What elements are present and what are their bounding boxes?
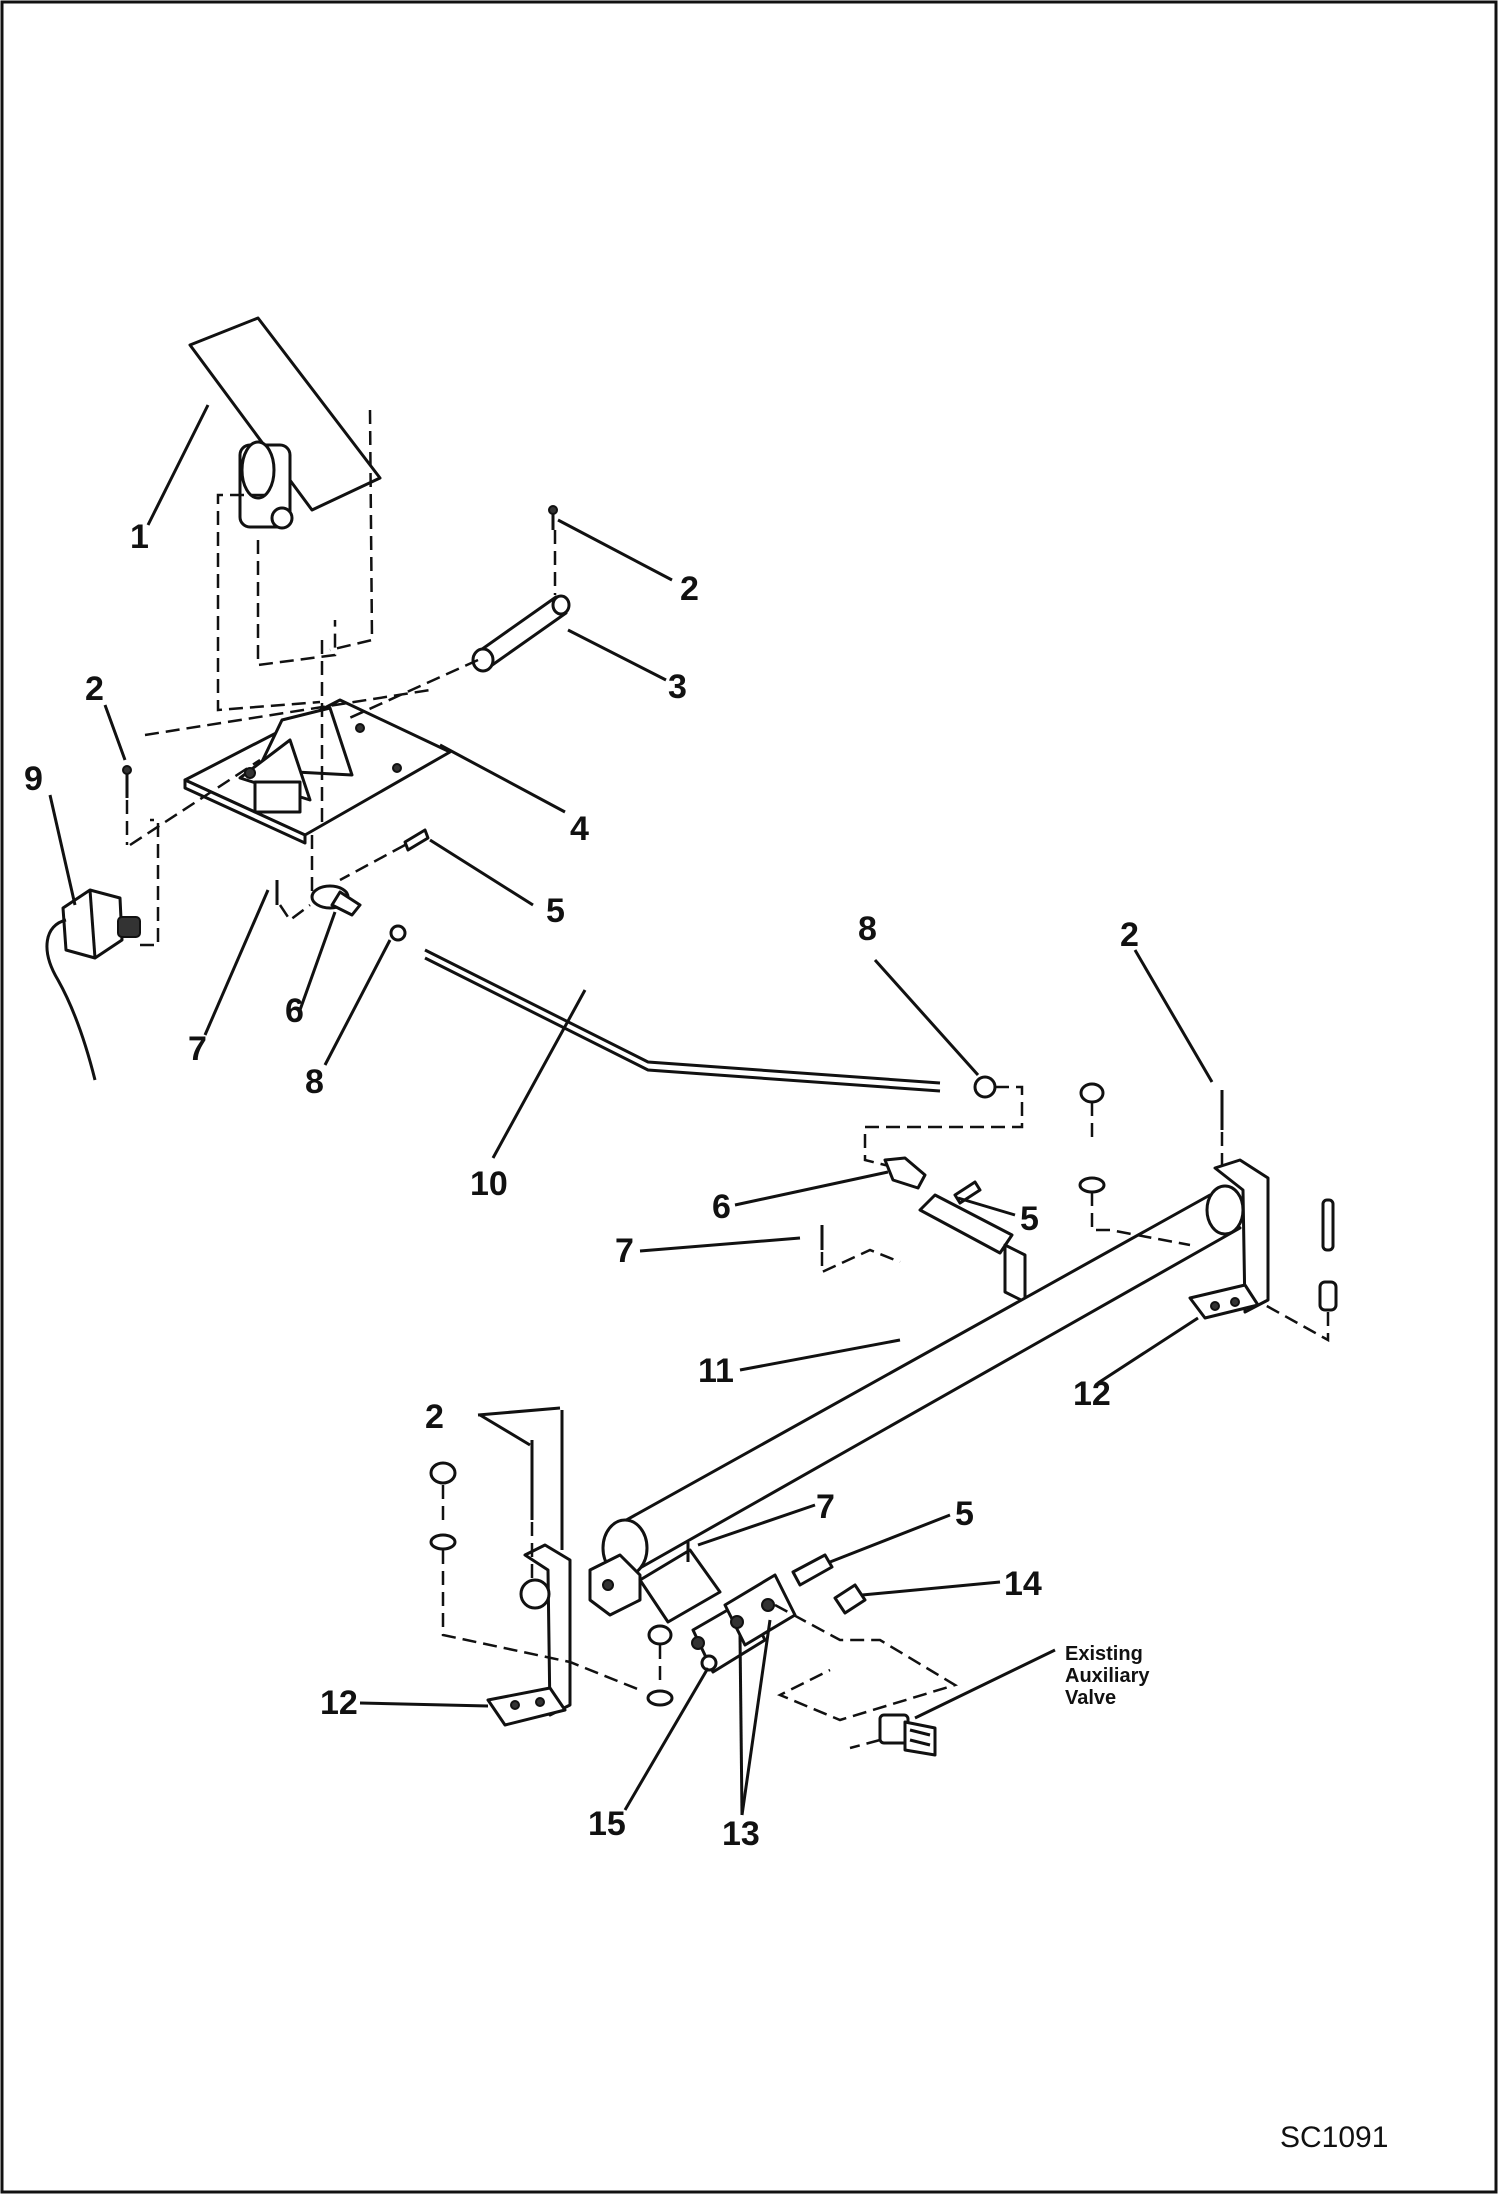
callout-9: 9 bbox=[24, 760, 43, 798]
callout-6: 6 bbox=[285, 992, 304, 1030]
callout-5: 5 bbox=[546, 892, 565, 930]
callout-15: 15 bbox=[588, 1805, 626, 1843]
callout-7: 7 bbox=[188, 1030, 207, 1068]
callout-numbers: 1 2 3 2 4 9 5 7 6 8 10 8 2 6 5 7 11 12 2… bbox=[24, 518, 1139, 1853]
callout-2: 2 bbox=[425, 1398, 444, 1436]
clevis bbox=[310, 884, 362, 917]
link-plate bbox=[638, 1548, 722, 1624]
callout-14: 14 bbox=[1004, 1565, 1042, 1603]
valve-icon bbox=[878, 1713, 937, 1757]
note-line-3: Valve bbox=[1065, 1687, 1116, 1709]
cotter-pin bbox=[122, 765, 132, 798]
clevis bbox=[883, 1156, 927, 1190]
clevis-pin bbox=[791, 1553, 834, 1587]
bolt bbox=[646, 1624, 674, 1707]
clevis-pin bbox=[403, 828, 430, 852]
mount-plate bbox=[183, 698, 452, 845]
callout-10: 10 bbox=[470, 1165, 508, 1203]
callout-4: 4 bbox=[570, 810, 589, 848]
pedal-icon bbox=[188, 316, 382, 530]
switch-icon bbox=[45, 888, 141, 1081]
callout-8: 8 bbox=[305, 1063, 324, 1101]
callout-5: 5 bbox=[1020, 1200, 1039, 1238]
lever-arm bbox=[918, 1193, 1027, 1304]
note-line-2: Auxiliary bbox=[1065, 1665, 1150, 1687]
valve-note: Existing Auxiliary Valve bbox=[1065, 1643, 1150, 1709]
jam-nut bbox=[973, 1075, 997, 1099]
control-rod bbox=[424, 948, 941, 1085]
bolt bbox=[1078, 1082, 1106, 1194]
callout-13: 13 bbox=[722, 1815, 760, 1853]
callout-5: 5 bbox=[955, 1495, 974, 1533]
callout-7: 7 bbox=[615, 1232, 634, 1270]
callout-8: 8 bbox=[858, 910, 877, 948]
mount-bracket bbox=[1188, 1158, 1270, 1320]
drawing-code: SC1091 bbox=[1280, 2121, 1388, 2154]
tube-flange bbox=[588, 1553, 642, 1617]
mount-bracket bbox=[486, 1543, 572, 1727]
callout-7: 7 bbox=[816, 1488, 835, 1526]
callout-11: 11 bbox=[698, 1352, 734, 1390]
callout-2: 2 bbox=[1120, 916, 1139, 954]
callout-3: 3 bbox=[668, 668, 687, 706]
bolt bbox=[429, 1461, 457, 1551]
callout-2: 2 bbox=[680, 570, 699, 608]
torque-tube-icon bbox=[601, 1184, 1245, 1578]
bolt bbox=[1318, 1198, 1338, 1312]
callout-12: 12 bbox=[320, 1684, 358, 1722]
callout-6: 6 bbox=[712, 1188, 731, 1226]
pivot-pin bbox=[471, 594, 571, 673]
cotter-pin bbox=[548, 505, 558, 530]
callout-2: 2 bbox=[85, 670, 104, 708]
callout-1: 1 bbox=[130, 518, 149, 556]
clevis bbox=[833, 1583, 867, 1615]
callout-12: 12 bbox=[1073, 1375, 1111, 1413]
note-line-1: Existing bbox=[1065, 1643, 1143, 1665]
leader-lines bbox=[48, 404, 1214, 1816]
